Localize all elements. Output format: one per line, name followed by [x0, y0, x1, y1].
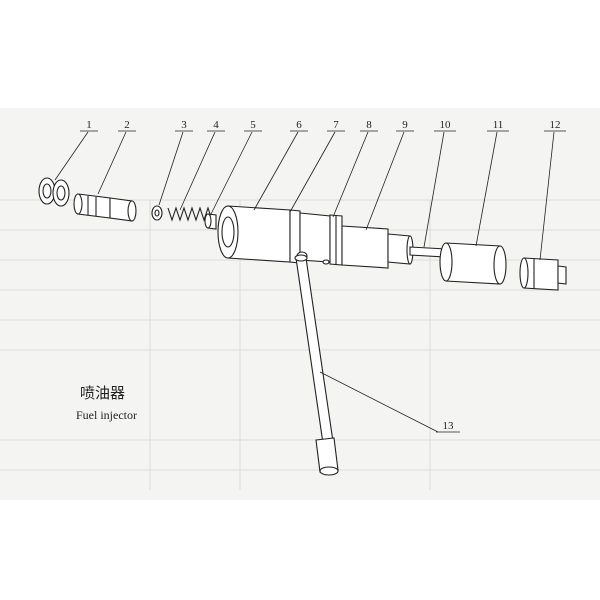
- callout-underlines: [80, 130, 566, 433]
- part-4-spring: [167, 206, 213, 222]
- part-12-nozzle: [519, 257, 567, 291]
- callout-numbers: 1 2 3 4 5 6 7 8 9 10 11 12 13: [86, 119, 560, 432]
- caption-chinese: 喷油器: [80, 384, 126, 402]
- callout-4: 4: [213, 119, 219, 131]
- part-13-tube: [294, 254, 339, 476]
- callout-2: 2: [124, 119, 130, 131]
- part-1-nuts: [38, 177, 70, 207]
- paper-background: [0, 108, 600, 500]
- callout-10: 10: [440, 119, 452, 131]
- caption-english: Fuel injector: [76, 408, 137, 422]
- callout-12: 12: [550, 119, 561, 131]
- callout-5: 5: [250, 119, 256, 131]
- part-2-inlet-connector: [73, 193, 137, 222]
- part-3-washer: [151, 205, 163, 221]
- part-6-9-injector-body: [217, 205, 414, 269]
- callout-11: 11: [493, 119, 504, 131]
- callout-13: 13: [443, 420, 455, 432]
- callout-1: 1: [86, 119, 92, 131]
- part-11-cap-nut: [439, 242, 507, 285]
- callout-6: 6: [296, 119, 302, 131]
- callout-8: 8: [366, 119, 372, 131]
- callout-9: 9: [402, 119, 408, 131]
- part-5-spring-seat: [204, 213, 217, 230]
- leader-lines: [54, 131, 555, 433]
- callout-7: 7: [333, 119, 339, 131]
- callout-3: 3: [181, 119, 187, 131]
